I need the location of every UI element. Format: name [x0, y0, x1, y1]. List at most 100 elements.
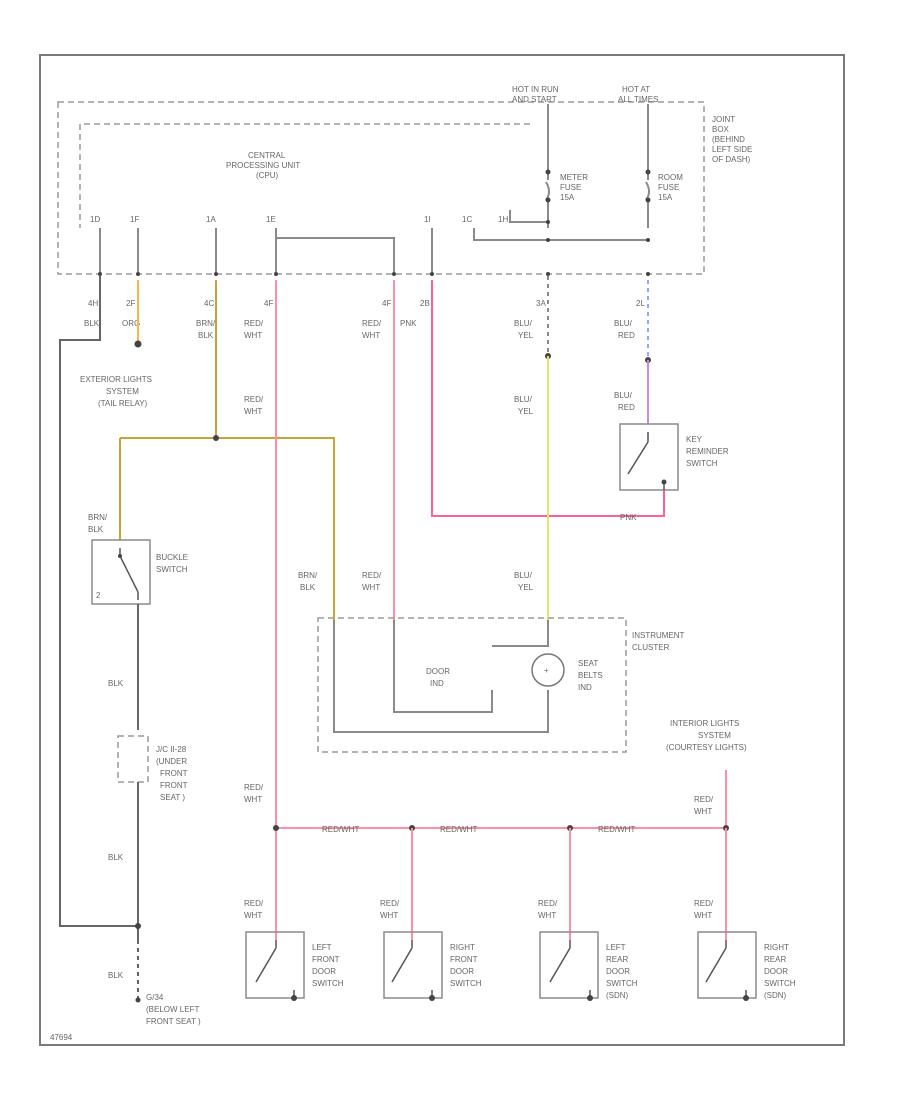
- cpu-pin-label: 1C: [462, 215, 472, 224]
- wire-label: RED/: [244, 899, 264, 908]
- left-front-door-switch: [245, 931, 305, 1001]
- lr-door-label: DOOR: [606, 967, 630, 976]
- joint-box-boundary: [57, 101, 705, 275]
- key-switch-label-3: SWITCH: [686, 459, 718, 468]
- wire-label: BLK: [84, 319, 100, 328]
- right-rear-door-switch: [697, 931, 757, 1001]
- connector-label: 3A: [536, 299, 546, 308]
- lr-door-label: SWITCH: [606, 979, 638, 988]
- wire-label: BLK: [108, 853, 124, 862]
- wire-label: BRN/: [196, 319, 216, 328]
- rf-door-label: RIGHT: [450, 943, 475, 952]
- seat-belts-label-2: BELTS: [578, 671, 603, 680]
- buckle-switch-contact: [119, 548, 139, 600]
- wire-label: BLU/: [614, 391, 633, 400]
- key-reminder-switch-box: [619, 423, 679, 491]
- lf-door-label: DOOR: [312, 967, 336, 976]
- wire-label: BLK: [198, 331, 214, 340]
- cpu-pins: [99, 210, 648, 274]
- wire-label: BLU/: [514, 319, 533, 328]
- buckle-switch-label-1: BUCKLE: [156, 553, 188, 562]
- buckle-switch-label-2: SWITCH: [156, 565, 188, 574]
- ground-label-1: G/34: [146, 993, 164, 1002]
- wire-label: BLK: [108, 971, 124, 980]
- room-fuse-label-2: FUSE: [658, 183, 679, 192]
- seat-belts-label-1: SEAT: [578, 659, 598, 668]
- wire-label: YEL: [518, 583, 534, 592]
- lr-door-label: LEFT: [606, 943, 626, 952]
- wire-label: RED/: [380, 899, 400, 908]
- wire-label: WHT: [694, 807, 712, 816]
- bulb-symbol: +: [544, 666, 549, 675]
- rr-door-label: REAR: [764, 955, 786, 964]
- rr-door-label: SWITCH: [764, 979, 796, 988]
- rf-door-label: FRONT: [450, 955, 478, 964]
- buckle-switch-box: [91, 539, 151, 605]
- diagram-code: 47694: [50, 1033, 73, 1042]
- ground-label-3: FRONT SEAT ): [146, 1017, 201, 1026]
- jc-box: [117, 735, 149, 783]
- ground-label-2: (BELOW LEFT: [146, 1005, 199, 1014]
- connector-label: 2F: [126, 299, 135, 308]
- cpu-pin-label: 1F: [130, 215, 139, 224]
- wire-label: WHT: [244, 407, 262, 416]
- jc-label-2: (UNDER: [156, 757, 187, 766]
- connector-label: 4F: [382, 299, 391, 308]
- cpu-boundary: [78, 125, 530, 127]
- hot-all-label-2: ALL TIMES: [618, 95, 658, 104]
- joint-box-label-4: LEFT SIDE: [712, 145, 752, 154]
- wire-label: BLU/: [514, 571, 533, 580]
- hot-all-label-1: HOT AT: [622, 85, 650, 94]
- meter-fuse-label-1: METER: [560, 173, 588, 182]
- wire-label: RED/: [362, 571, 382, 580]
- wire-label: BLK: [108, 679, 124, 688]
- cpu-label-3: (CPU): [256, 171, 279, 180]
- wire-label: BLK: [300, 583, 316, 592]
- wire-label: RED/: [244, 319, 264, 328]
- lr-door-label: (SDN): [606, 991, 629, 1000]
- cpu-pin-label: 1H: [498, 215, 508, 224]
- rr-door-label: DOOR: [764, 967, 788, 976]
- seat-belts-label-3: IND: [578, 683, 592, 692]
- wire-label: WHT: [380, 911, 398, 920]
- key-switch-label-2: REMINDER: [686, 447, 729, 456]
- wire-label: WHT: [244, 795, 262, 804]
- wire-label: RED/: [538, 899, 558, 908]
- joint-box-label-1: JOINT: [712, 115, 735, 124]
- wire-label: WHT: [694, 911, 712, 920]
- cpu-pin-label: 1E: [266, 215, 276, 224]
- wire-label: BLK: [88, 525, 104, 534]
- wire-label: RED/WHT: [322, 825, 359, 834]
- jc-label-1: J/C II-28: [156, 745, 187, 754]
- int-lights-label-1: INTERIOR LIGHTS: [670, 719, 739, 728]
- lr-door-label: REAR: [606, 955, 628, 964]
- joint-box-label-5: OF DASH): [712, 155, 751, 164]
- connector-label: 4H: [88, 299, 98, 308]
- key-reminder-contact: [627, 432, 665, 490]
- ext-lights-label-2: SYSTEM: [106, 387, 139, 396]
- wire-label: RED/: [694, 795, 714, 804]
- lf-door-label: LEFT: [312, 943, 332, 952]
- wire-label: RED/: [244, 783, 264, 792]
- cluster-label-1: INSTRUMENT: [632, 631, 685, 640]
- cpu-label-1: CENTRAL: [248, 151, 286, 160]
- door-ind-label-2: IND: [430, 679, 444, 688]
- wire-label: RED/: [244, 395, 264, 404]
- wire-label: RED/WHT: [440, 825, 477, 834]
- rf-door-label: SWITCH: [450, 979, 482, 988]
- diagram-frame: [39, 54, 845, 1046]
- room-fuse-label-3: 15A: [658, 193, 673, 202]
- ground-point: [135, 997, 141, 1003]
- cluster-internal-wiring: [333, 620, 549, 733]
- jc-label-4: FRONT: [160, 781, 188, 790]
- door-ind-label-1: DOOR: [426, 667, 450, 676]
- lf-door-label: FRONT: [312, 955, 340, 964]
- rr-door-label: (SDN): [764, 991, 787, 1000]
- room-fuse-label-1: ROOM: [658, 173, 683, 182]
- wire-label: PNK: [620, 513, 637, 522]
- hot-run-label-1: HOT IN RUN: [512, 85, 559, 94]
- wire-brn-blk: [119, 280, 335, 620]
- lf-door-label: SWITCH: [312, 979, 344, 988]
- cpu-pin-label: 1A: [206, 215, 216, 224]
